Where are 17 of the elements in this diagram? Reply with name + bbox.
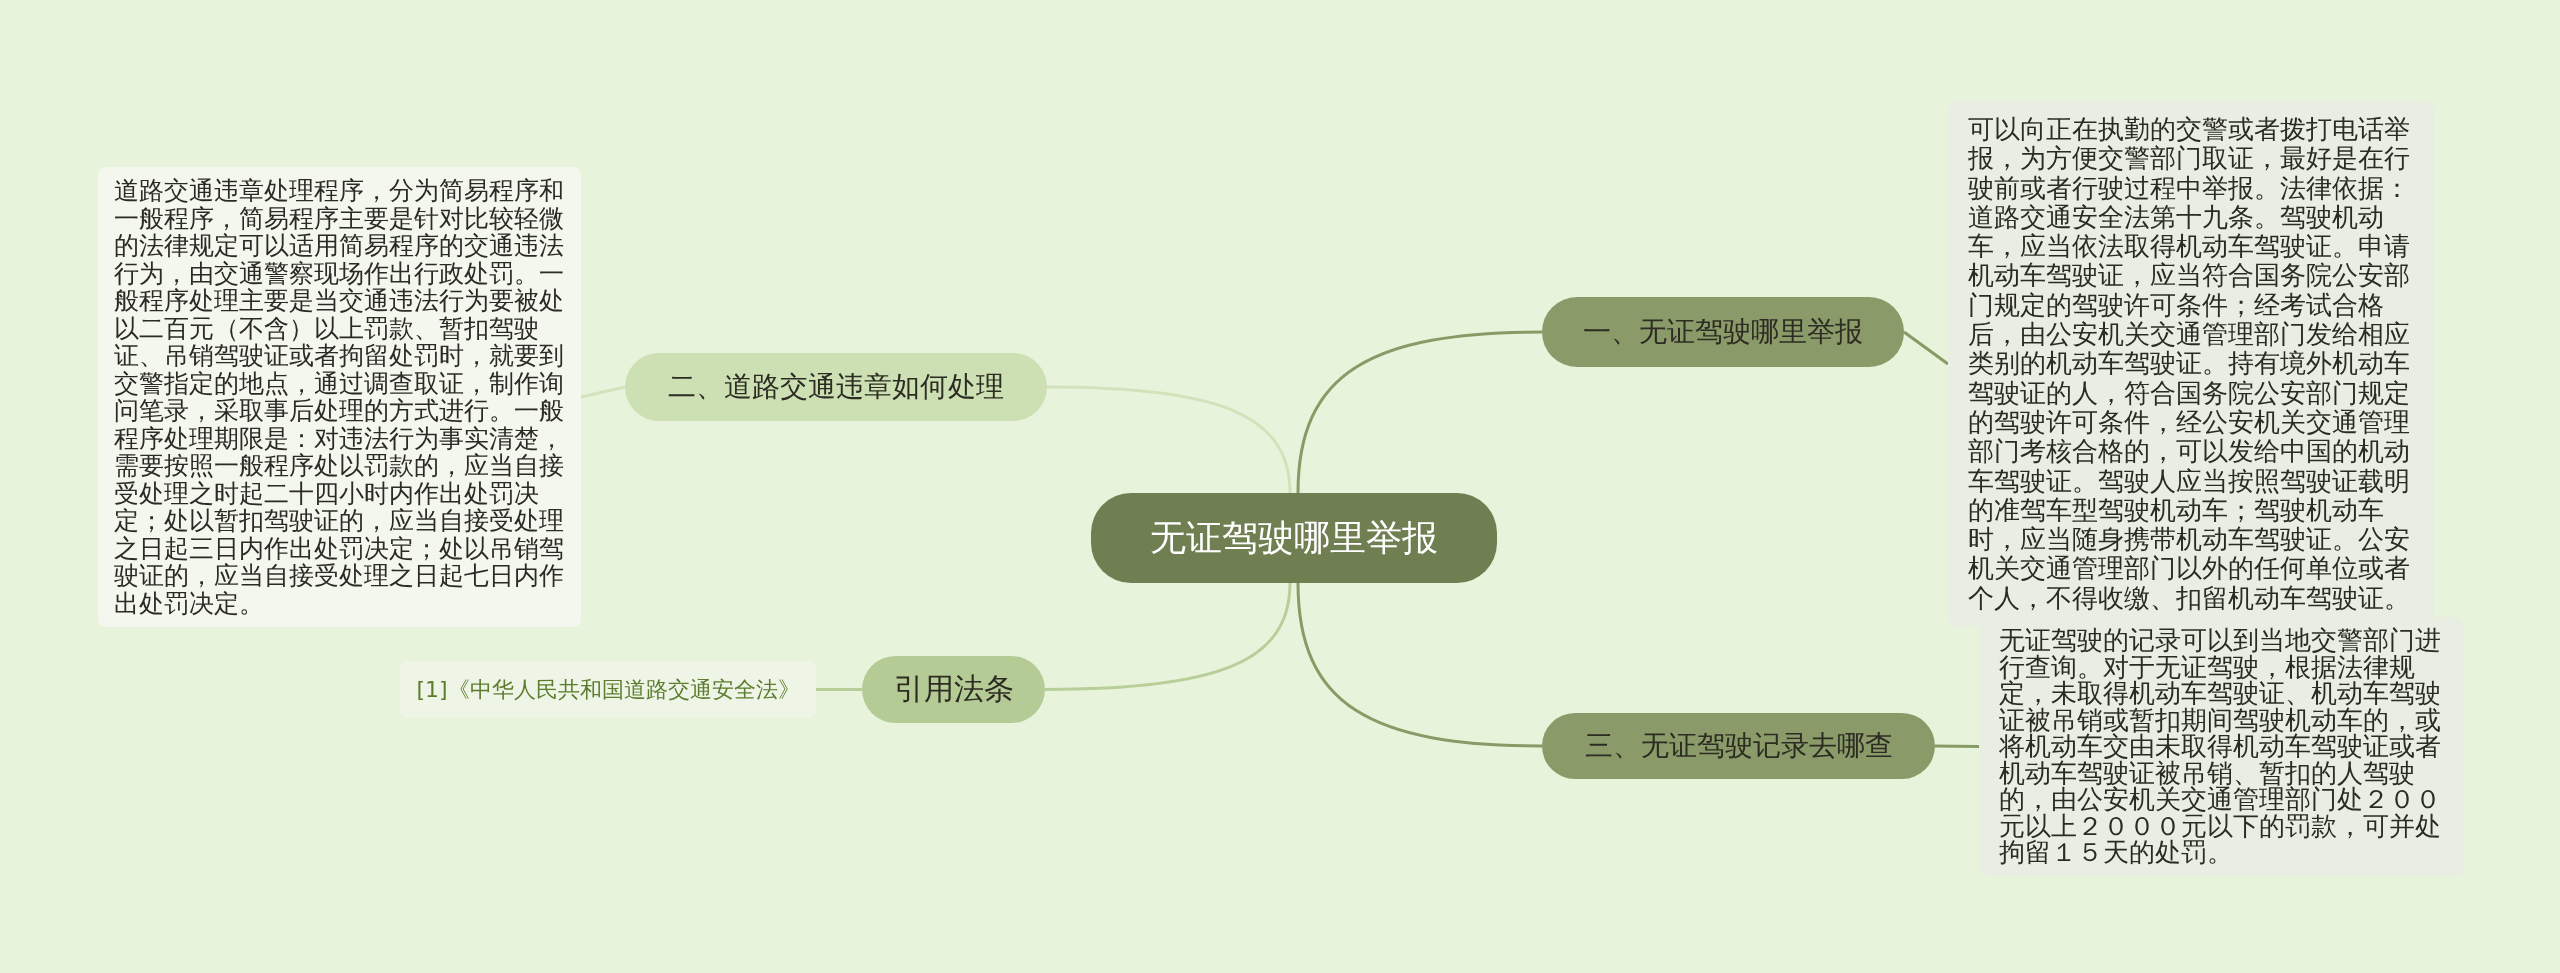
connector-line <box>1047 385 1292 494</box>
connector-line <box>1296 582 1543 748</box>
branch-topic: 二、道路交通违章如何处理 <box>625 353 1047 421</box>
detail-card: 可以向正在执勤的交警或者拨打电话举报，为方便交警部门取证，最好是在行驶前或者行驶过程中举报。法律依据：道路交通安全法第十九条。驾驶机动车，应当依法取得机动车驾驶证。申请机动车驾驶证，应当符合国务院公安部门规定的驾驶许可条件；经考试合格后，由公安机关交通管理部门发给相应类别的机动车驾驶证。持有境外机动车驾驶证的人，符合国务院公安部门规定的驾驶许可条件，经公安机关交通管理部门考核合格的，可以发给中国的机动车驾驶证。驾驶人应当按照驾驶证载明的准驾车型驾驶机动车；驾驶机动车时，应当随身携带机动车驾驶证。公安机关交通管理部门以外的任何单位或者个人，不得收缴、扣留机动车驾驶证。 <box>1948 101 2434 628</box>
connector-line <box>1045 582 1292 691</box>
central-topic: 无证驾驶哪里举报 <box>1091 493 1497 583</box>
connector-line <box>1935 744 1979 748</box>
connector-line <box>1296 330 1543 494</box>
branch-topic: 引用法条 <box>862 656 1045 723</box>
connector-line <box>816 688 862 691</box>
branch-topic: 三、无证驾驶记录去哪查 <box>1542 713 1935 779</box>
detail-card: 道路交通违章处理程序，分为简易程序和一般程序，简易程序主要是针对比较轻微的法律规定可以适用简易程序的交通违法行为，由交通警察现场作出行政处罚。一般程序处理主要是当交通违法行为要被处以二百元（不含）以上罚款、暂扣驾驶证、吊销驾驶证或者拘留处罚时，就要到交警指定的地点，通过调查取证，制作询问笔录，采取事后处理的方式进行。一般程序处理期限是：对违法行为事实清楚，需要按照一般程序处以罚款的，应当自接受处理之时起二十四小时内作出处罚决定；处以暂扣驾驶证的，应当自接受处理之日起三日内作出处罚决定；处以吊销驾驶证的，应当自接受处理之日起七日内作出处罚决定。 <box>98 167 581 627</box>
reference-card: [1]《中华人民共和国道路交通安全法》 <box>400 661 816 718</box>
connector-line <box>1903 330 1949 366</box>
connector-line <box>580 385 626 399</box>
detail-card: 无证驾驶的记录可以到当地交警部门进行查询。对于无证驾驶，根据法律规定，未取得机动车驾驶证、机动车驾驶证被吊销或暂扣期间驾驶机动车的，或将机动车交由未取得机动车驾驶证或者机动车驾驶证被吊销、暂扣的人驾驶的，由公安机关交通管理部门处２００元以上２０００元以下的罚款，可并处拘留１５天的处罚。 <box>1979 617 2463 876</box>
branch-topic: 一、无证驾驶哪里举报 <box>1542 297 1904 367</box>
